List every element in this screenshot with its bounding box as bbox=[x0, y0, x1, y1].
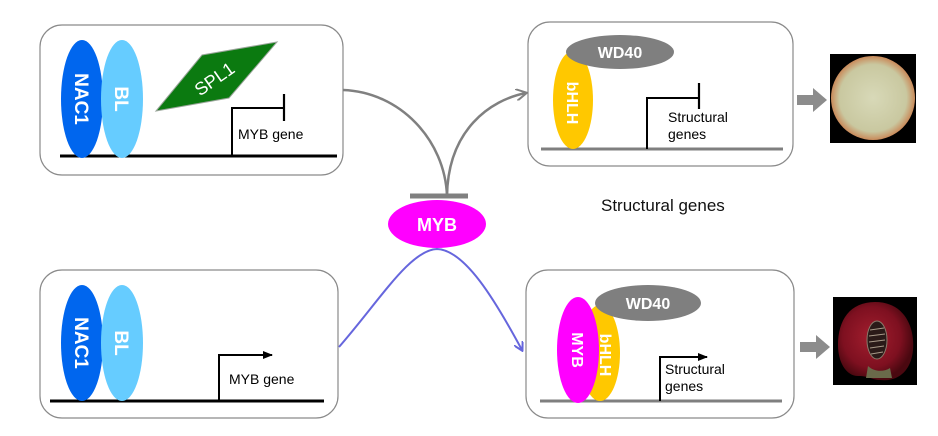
structural-genes-caption: Structural genes bbox=[601, 196, 725, 215]
panel-bottom-right: WD40 MYB bHLH Structural genes bbox=[525, 269, 795, 419]
gene-label: MYB gene bbox=[238, 126, 304, 142]
promoter-repressed bbox=[646, 97, 698, 149]
gene-label: MYB gene bbox=[229, 371, 295, 387]
bl-label: BL bbox=[110, 86, 131, 112]
panel-top-left: NAC1 BL SPL1 MYB gene bbox=[39, 24, 344, 176]
gene-label-line2: genes bbox=[665, 378, 703, 394]
myb-hub bbox=[388, 200, 486, 248]
bl-protein bbox=[101, 285, 143, 401]
repression-path bbox=[342, 88, 449, 197]
red-fruit-image bbox=[833, 297, 917, 385]
fruit-stem-base bbox=[866, 366, 892, 378]
gene-label-line2: genes bbox=[668, 126, 706, 142]
pale-fruit-section bbox=[831, 56, 915, 140]
promoter-active-arrow-icon bbox=[659, 353, 708, 401]
wd40-label: WD40 bbox=[626, 296, 671, 313]
spl1-protein bbox=[154, 41, 279, 112]
wd40-label: WD40 bbox=[598, 45, 643, 62]
bhlh-label: bHLH bbox=[596, 334, 613, 377]
promoter-repressed bbox=[231, 107, 283, 156]
nac1-label: NAC1 bbox=[70, 73, 91, 125]
wd40-protein bbox=[595, 285, 701, 321]
bhlh-protein bbox=[553, 51, 593, 149]
myb-activation-path bbox=[338, 247, 522, 350]
gene-label-line1: Structural bbox=[665, 361, 725, 377]
outcome-arrow-icon bbox=[800, 335, 830, 359]
myb-protein bbox=[557, 297, 599, 403]
bhlh-label: bHLH bbox=[563, 82, 580, 125]
promoter-active-arrow-icon bbox=[218, 351, 273, 401]
gene-label-line1: Structural bbox=[668, 109, 728, 125]
outcome-arrow-icon bbox=[797, 88, 827, 112]
pale-fruit-image bbox=[830, 54, 916, 143]
nac1-label: NAC1 bbox=[70, 317, 91, 369]
bl-label: BL bbox=[110, 330, 131, 356]
wd40-protein bbox=[566, 35, 674, 69]
bl-protein bbox=[101, 40, 143, 158]
activation-path-top bbox=[445, 93, 526, 197]
fruit-pit bbox=[866, 320, 888, 360]
pit-ridges bbox=[868, 327, 886, 355]
myb-label: MYB bbox=[568, 332, 585, 368]
nac1-protein bbox=[61, 40, 103, 158]
panel-bottom-left: NAC1 BL MYB gene bbox=[39, 269, 339, 419]
myb-hub-label: MYB bbox=[417, 215, 457, 235]
panel-top-right: WD40 bHLH Structural genes bbox=[527, 21, 794, 167]
nac1-protein bbox=[61, 285, 103, 401]
